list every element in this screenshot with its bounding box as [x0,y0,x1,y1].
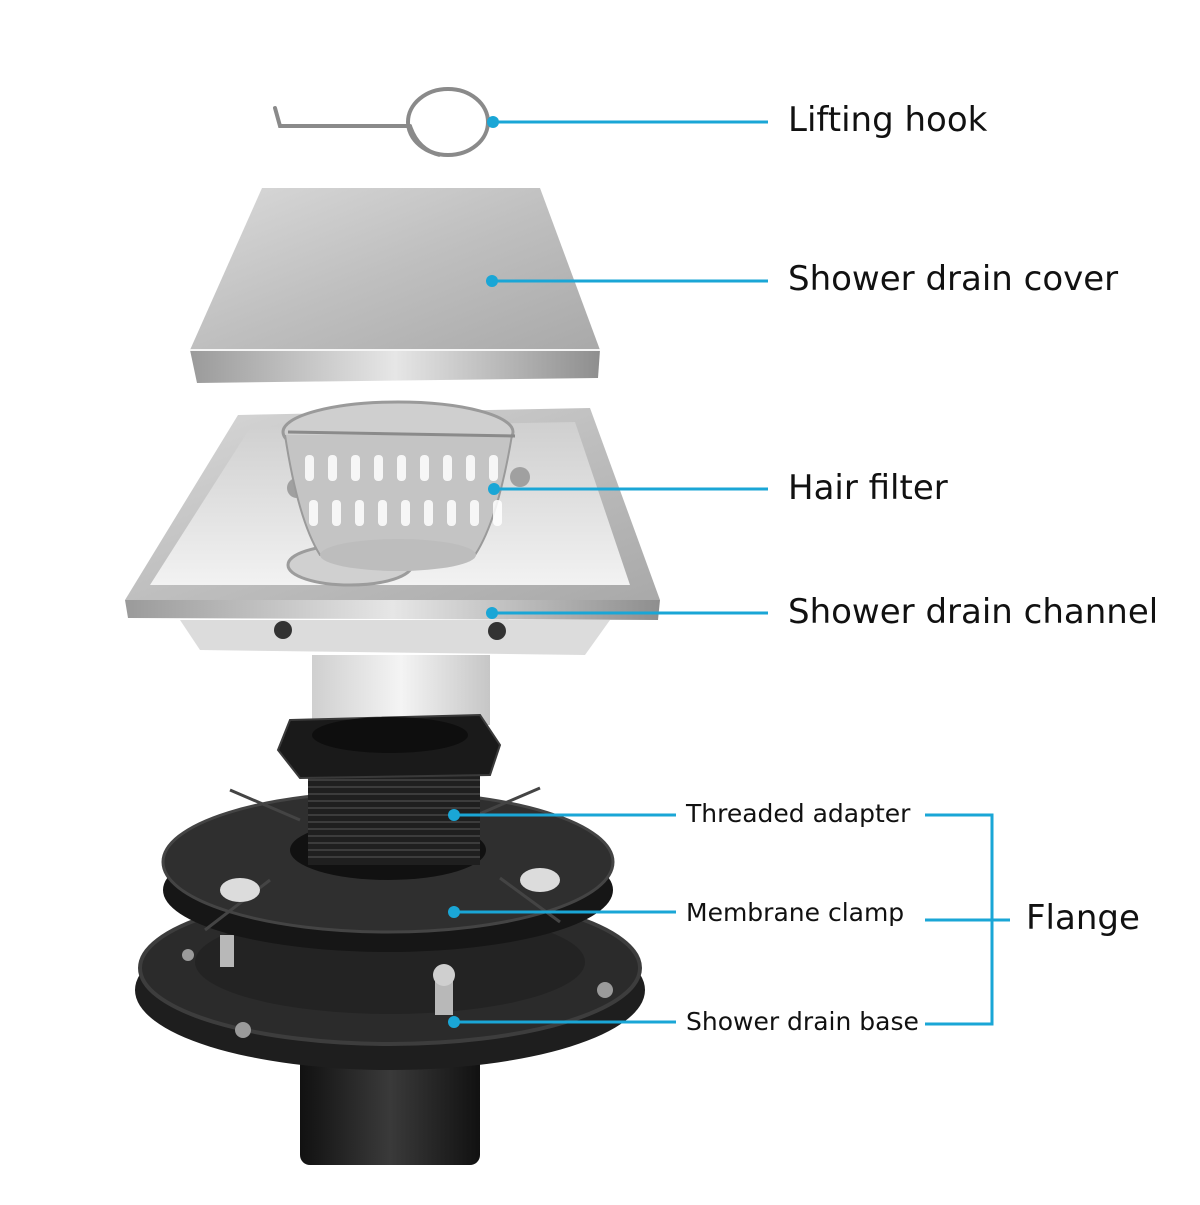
label-membrane-clamp: Membrane clamp [686,898,905,927]
lifting-hook-icon [273,87,490,157]
label-threaded-adapter: Threaded adapter [686,799,911,828]
label-lifting-hook: Lifting hook [788,100,988,140]
hair-filter-icon [281,400,516,571]
label-shower-drain-base: Shower drain base [686,1007,919,1036]
label-hair-filter: Hair filter [788,468,948,508]
leader-shower-drain-cover-dot [486,275,498,287]
leader-membrane-clamp-dot [448,906,460,918]
label-shower-drain-channel: Shower drain channel [788,592,1159,632]
label-flange-group: Flange [1026,898,1140,938]
leader-lines [448,116,1010,1028]
leader-lifting-hook-dot [487,116,499,128]
drain-pipe-icon [312,655,490,725]
threaded-adapter-icon [276,713,502,865]
leader-threaded-adapter-dot [448,809,460,821]
leader-hair-filter-dot [488,483,500,495]
leader-shower-drain-base-dot [448,1016,460,1028]
label-shower-drain-cover: Shower drain cover [788,259,1119,299]
leader-shower-drain-channel-dot [486,607,498,619]
drain-cover-icon [190,188,600,383]
